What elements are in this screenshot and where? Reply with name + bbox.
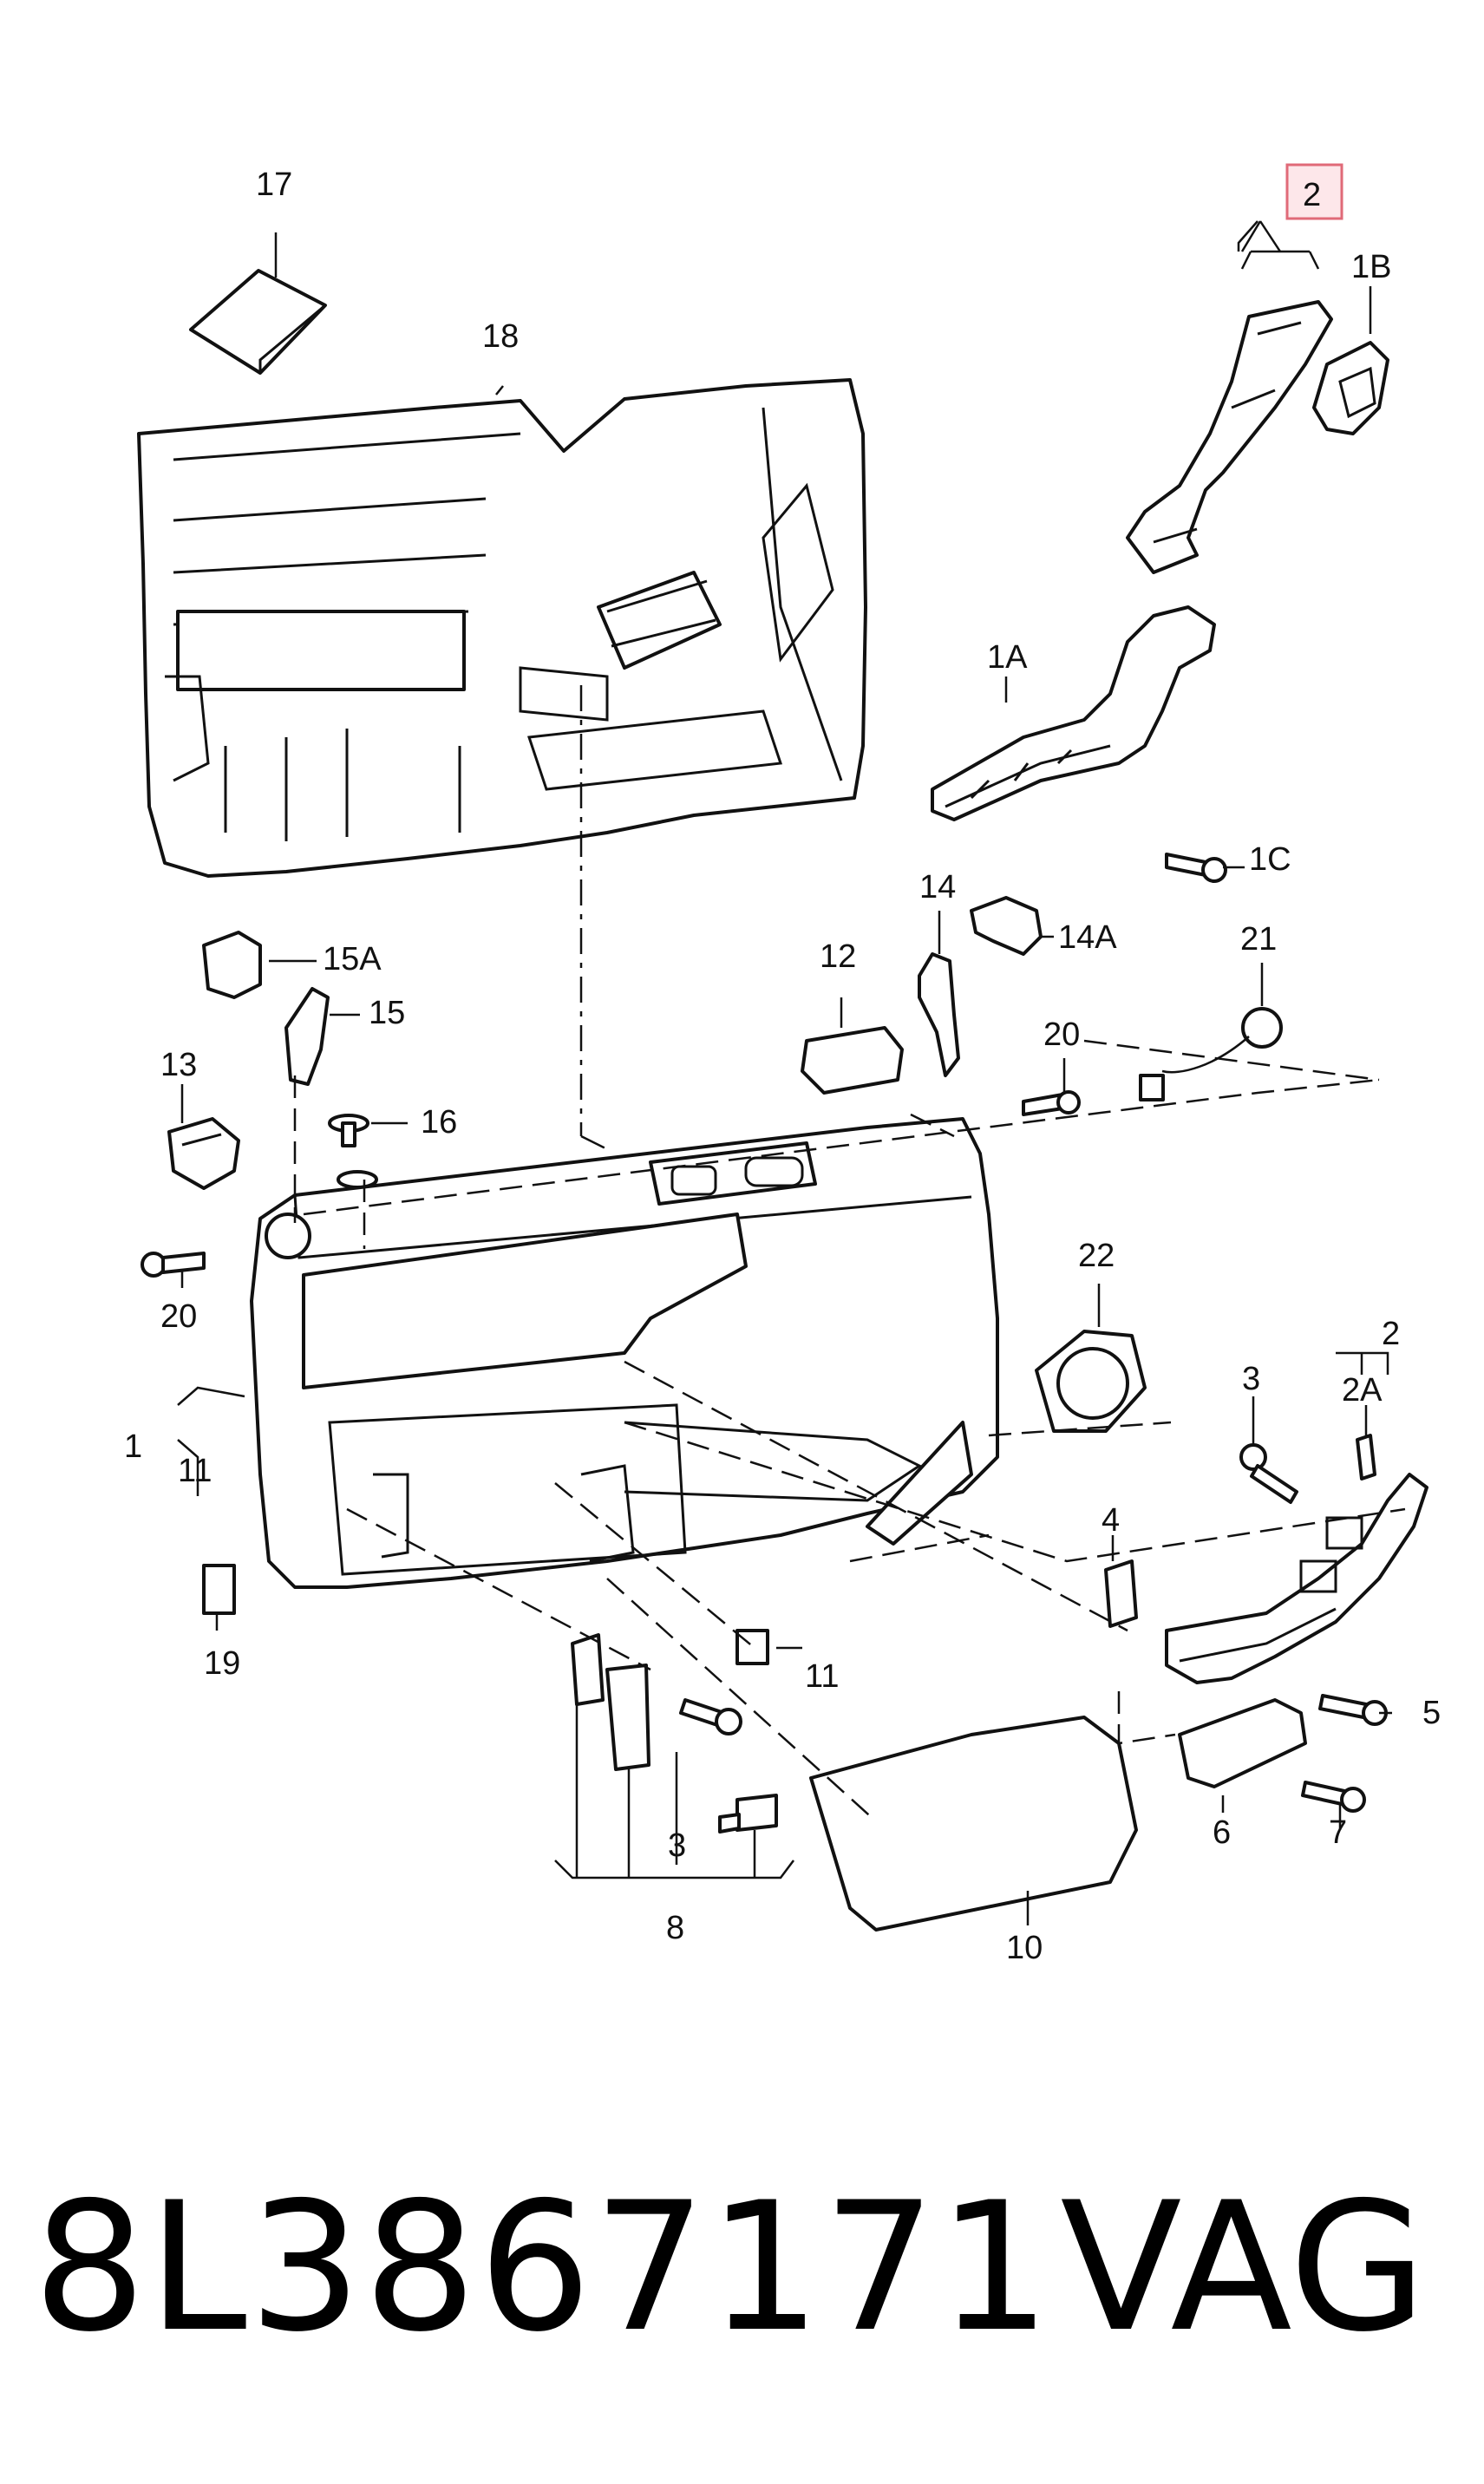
part-number: 8L3867171 <box>33 2165 1053 2371</box>
brand-name: VAG <box>1060 2165 1427 2371</box>
callout-17: 17 <box>256 167 292 203</box>
callout-2A: 2A <box>1342 1372 1383 1409</box>
part-16-plug <box>328 1114 378 1189</box>
callout-11-left: 11 <box>178 1453 212 1489</box>
part-20-screw-right <box>1022 1090 1081 1116</box>
part-22-speaker <box>1035 1330 1147 1433</box>
part-15-bracket <box>284 987 330 1086</box>
callout-14: 14 <box>919 869 956 905</box>
callout-19: 19 <box>204 1645 240 1682</box>
part-6-window-switch <box>1178 1698 1307 1788</box>
part-5-screw <box>1318 1694 1388 1726</box>
part-11-clip <box>735 1629 769 1665</box>
callout-16: 16 <box>421 1104 457 1141</box>
callout-8: 8 <box>666 1910 684 1946</box>
callout-7: 7 <box>1329 1814 1347 1851</box>
part-4-clip <box>1104 1559 1138 1628</box>
callout-labels: 17 18 2 1B 1A 1C 15A 15 13 16 12 14 14A … <box>124 167 1441 1966</box>
callout-20-right: 20 <box>1043 1016 1080 1053</box>
footer: 8L3867171 VAG <box>0 2160 1484 2420</box>
part-13-lock <box>167 1117 240 1190</box>
selected-part-highlight <box>1285 163 1343 220</box>
callout-1A: 1A <box>987 639 1028 676</box>
leader-lines <box>177 220 1392 1925</box>
callout-5: 5 <box>1422 1695 1441 1731</box>
callout-10: 10 <box>1006 1930 1043 1966</box>
part-2A-clip <box>1356 1434 1376 1481</box>
part-1B-switch-cover <box>1312 341 1389 435</box>
part-3-screw-right <box>1239 1443 1298 1504</box>
part-2-armrest <box>1165 1473 1428 1684</box>
part-1A-armrest-trim <box>931 605 1216 821</box>
callout-2-right: 2 <box>1382 1316 1400 1352</box>
callout-12: 12 <box>820 938 856 975</box>
callout-1: 1 <box>124 1428 142 1465</box>
part-3-screw-bottom <box>679 1698 742 1736</box>
callout-1C: 1C <box>1249 841 1291 878</box>
part-1C-screw <box>1165 853 1227 883</box>
part-8-brackets <box>571 1633 778 1834</box>
callout-6: 6 <box>1213 1814 1231 1851</box>
part-12-handle-housing <box>801 1026 904 1095</box>
part-19-clip <box>202 1564 236 1615</box>
part-18-insulation-sheet <box>137 378 867 878</box>
callout-4: 4 <box>1102 1502 1120 1539</box>
part-20-screw-left <box>141 1252 206 1278</box>
callout-22: 22 <box>1078 1238 1115 1274</box>
callout-15: 15 <box>369 995 405 1031</box>
callout-21: 21 <box>1240 921 1277 958</box>
part-14-inner-handle <box>918 952 960 1077</box>
callout-15A: 15A <box>323 941 382 977</box>
assembly-lines <box>293 685 1406 1822</box>
callout-3-right: 3 <box>1242 1361 1260 1397</box>
part-21-connector <box>1139 1007 1283 1101</box>
callout-11-mid: 11 <box>805 1658 839 1695</box>
callout-18: 18 <box>482 318 519 355</box>
part-10-door-pocket <box>809 1716 1138 1932</box>
part-1-door-panel <box>250 1117 999 1589</box>
part-15A-clip <box>202 931 262 999</box>
callout-2-top: 2 <box>1303 177 1321 213</box>
callout-1B: 1B <box>1351 249 1391 285</box>
callout-3-bottom: 3 <box>668 1827 686 1864</box>
callout-14A: 14A <box>1058 919 1117 956</box>
part-7-screw <box>1301 1781 1366 1813</box>
part-17-pad <box>189 269 327 375</box>
part-2-armrest-handle <box>1126 300 1333 574</box>
part-14A-cap <box>970 896 1043 956</box>
callout-20-left: 20 <box>160 1298 197 1335</box>
callout-13: 13 <box>160 1047 197 1083</box>
